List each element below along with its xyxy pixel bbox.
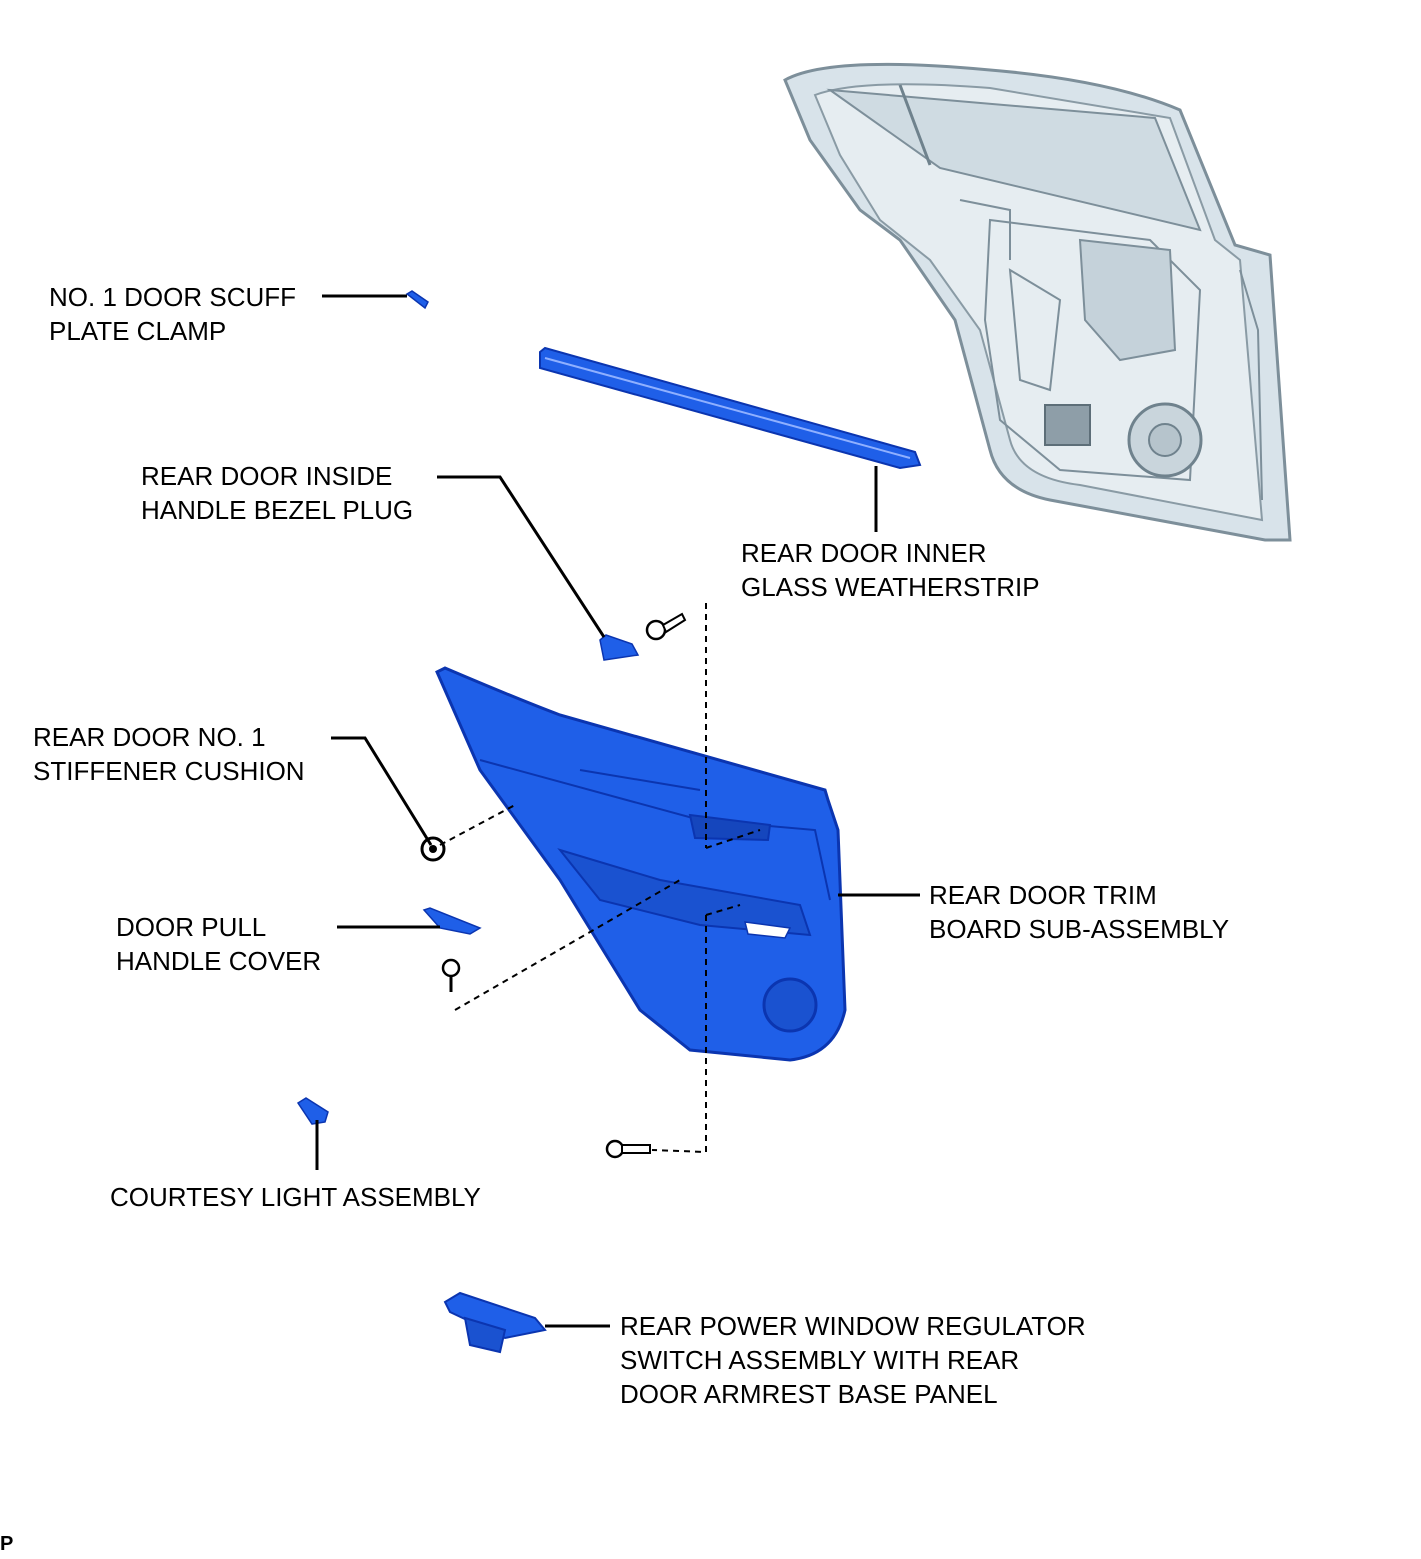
label-line: PLATE CLAMP xyxy=(49,316,227,346)
label-line: REAR DOOR INNER xyxy=(741,538,987,568)
rear-door-panel xyxy=(783,62,1292,542)
label-line: HANDLE COVER xyxy=(116,946,322,976)
leader-lines xyxy=(315,294,920,1328)
label-line: GLASS WEATHERSTRIP xyxy=(741,572,1040,602)
bezel-plug-part xyxy=(599,634,640,661)
label-stiffener-cushion: REAR DOOR NO. 1 STIFFENER CUSHION xyxy=(33,720,305,788)
label-bezel-plug: REAR DOOR INSIDE HANDLE BEZEL PLUG xyxy=(141,459,413,527)
window-switch-part xyxy=(443,1291,547,1354)
trim-board-part xyxy=(435,666,847,1062)
label-line: REAR POWER WINDOW REGULATOR xyxy=(620,1311,1086,1341)
label-line: DOOR ARMREST BASE PANEL xyxy=(620,1379,998,1409)
label-line: BOARD SUB-ASSEMBLY xyxy=(929,914,1230,944)
label-pull-handle-cover: DOOR PULL HANDLE COVER xyxy=(116,910,321,978)
label-line: REAR DOOR NO. 1 xyxy=(33,722,266,752)
label-line: NO. 1 DOOR SCUFF xyxy=(49,282,297,312)
courtesy-light-part xyxy=(296,1097,329,1125)
label-scuff-plate-clamp: NO. 1 DOOR SCUFF PLATE CLAMP xyxy=(49,280,296,348)
stiffener-cushion-part xyxy=(420,836,446,862)
label-line: SWITCH ASSEMBLY WITH REAR xyxy=(620,1345,1020,1375)
label-line: DOOR PULL xyxy=(116,912,267,942)
corner-mark: P xyxy=(0,1533,14,1555)
label-line: HANDLE BEZEL PLUG xyxy=(141,495,414,525)
pull-handle-cover-part xyxy=(422,907,482,935)
label-trim-board: REAR DOOR TRIM BOARD SUB-ASSEMBLY xyxy=(929,878,1229,946)
scuff-clamp-part xyxy=(405,290,429,310)
label-weatherstrip: REAR DOOR INNER GLASS WEATHERSTRIP xyxy=(741,536,1040,604)
label-line: REAR DOOR INSIDE xyxy=(141,461,393,491)
label-courtesy-light: COURTESY LIGHT ASSEMBLY xyxy=(110,1180,481,1214)
screw-bottom xyxy=(605,1139,651,1159)
label-line: COURTESY LIGHT ASSEMBLY xyxy=(110,1182,481,1212)
installation-dash-lines xyxy=(439,603,761,1154)
label-window-switch: REAR POWER WINDOW REGULATOR SWITCH ASSEM… xyxy=(620,1309,1086,1411)
weatherstrip-part xyxy=(539,346,922,470)
screw-upper xyxy=(645,612,687,641)
label-line: STIFFENER CUSHION xyxy=(33,756,305,786)
label-line: REAR DOOR TRIM xyxy=(929,880,1157,910)
clip-lower xyxy=(441,958,461,992)
